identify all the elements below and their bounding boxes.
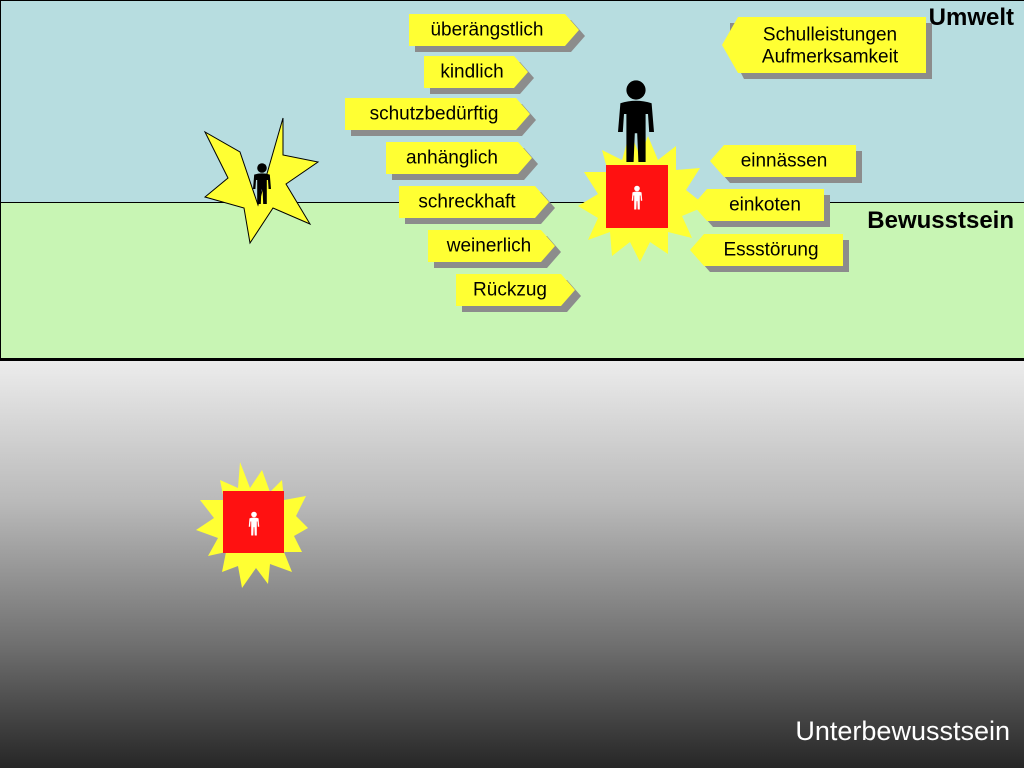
symptom-label: einkoten: [729, 195, 801, 216]
trait-tag: weinerlich: [428, 230, 561, 268]
symptom-tags: einnässen einkoten Essstörung: [690, 145, 862, 272]
symptom-label: einnässen: [741, 151, 828, 172]
symptom-tag: Essstörung: [690, 234, 849, 272]
trait-label: anhänglich: [406, 148, 498, 169]
starburst-icon: [203, 117, 320, 245]
consciousness-label: Bewusstsein: [867, 207, 1014, 234]
trait-tag: anhänglich: [386, 142, 538, 180]
trait-tag: schreckhaft: [399, 186, 555, 224]
symptom-label: Essstörung: [723, 240, 818, 261]
subconscious-label: Unterbewusstsein: [795, 716, 1010, 746]
environment-label: Umwelt: [928, 4, 1014, 31]
trauma-center: [578, 80, 706, 262]
trait-tags: überängstlich kindlich schutzbedürftig a…: [345, 14, 585, 312]
trait-label: schutzbedürftig: [370, 104, 499, 125]
school-note-line: Aufmerksamkeit: [762, 47, 899, 68]
starburst-left: [203, 117, 320, 245]
trait-tag: überängstlich: [409, 14, 585, 52]
trait-tag: schutzbedürftig: [345, 98, 536, 136]
trauma-subconscious: [196, 462, 308, 588]
symptom-tag: einkoten: [693, 189, 830, 227]
trait-label: Rückzug: [473, 280, 547, 301]
trait-tag: Rückzug: [456, 274, 581, 312]
trait-label: weinerlich: [446, 236, 531, 257]
symptom-tag: einnässen: [710, 145, 862, 183]
trait-label: schreckhaft: [418, 192, 516, 213]
trait-tag: kindlich: [424, 56, 534, 94]
subconscious-zone: [0, 358, 1024, 768]
school-note-line: Schulleistungen: [763, 25, 897, 46]
trait-label: kindlich: [440, 62, 503, 83]
trait-label: überängstlich: [430, 20, 543, 41]
school-note-tag: Schulleistungen Aufmerksamkeit: [722, 17, 932, 79]
